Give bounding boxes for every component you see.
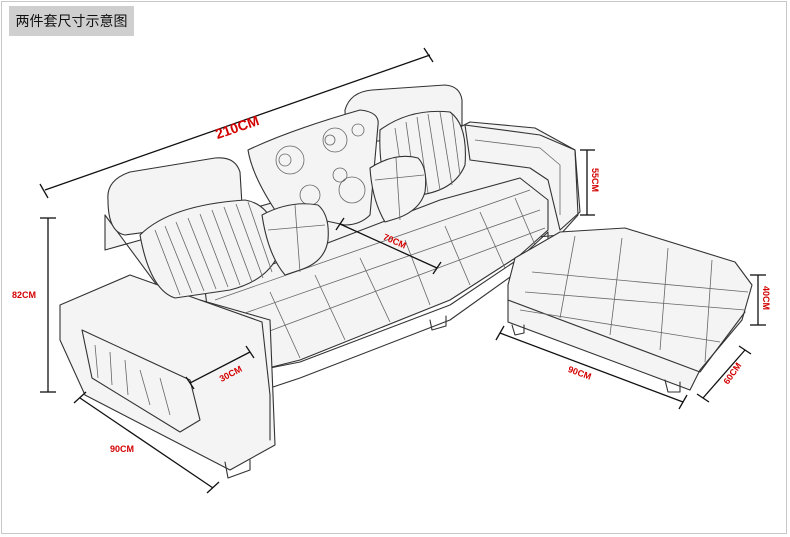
ottoman-sketch bbox=[507, 227, 753, 393]
back-height-label: 55CM bbox=[590, 168, 600, 192]
diagram-title: 两件套尺寸示意图 bbox=[9, 6, 134, 36]
arm-depth-label: 90CM bbox=[110, 444, 134, 454]
ottoman-height-label: 40CM bbox=[761, 286, 771, 310]
total-height-label: 82CM bbox=[12, 290, 36, 300]
dimension-lines bbox=[39, 47, 766, 494]
sofa-sketch bbox=[59, 84, 581, 479]
sofa-length-label: 210CM bbox=[213, 112, 261, 142]
